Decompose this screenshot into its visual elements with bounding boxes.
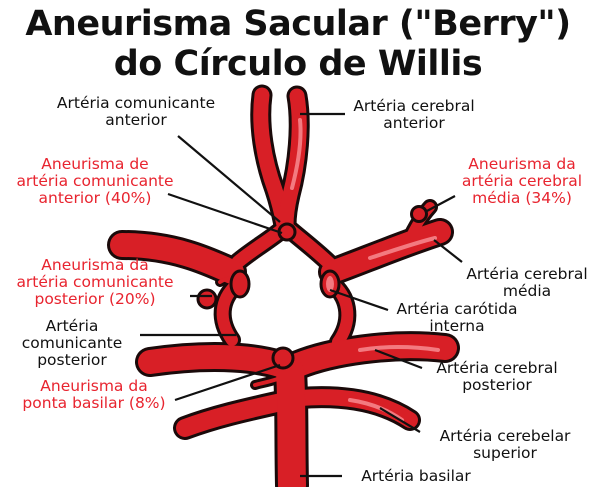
mca-right-shine bbox=[368, 236, 437, 260]
aneurysm-basilar-sac bbox=[271, 346, 295, 370]
aca-right-shine bbox=[290, 118, 303, 190]
label-sca-line-2: superior bbox=[473, 444, 537, 462]
title-line-2: do Círculo de Willis bbox=[113, 44, 483, 84]
label-aneurysm-mca-line-3: média (34%) bbox=[472, 189, 572, 207]
leader-aneurysm-mca bbox=[424, 195, 456, 213]
leader-aneurysm-basilar bbox=[174, 363, 281, 402]
leader-ica bbox=[329, 288, 389, 312]
label-aneurysm-mca-line-1: Aneurisma da bbox=[468, 155, 575, 173]
label-aneurysm-pcom-line-2: artéria comunicante bbox=[16, 273, 173, 291]
pca-right-shine bbox=[358, 345, 440, 352]
label-pca-line-1: Artéria cerebral bbox=[436, 359, 557, 377]
leader-mca bbox=[433, 239, 463, 263]
label-aneurysm-basilar-line-1: Aneurisma da bbox=[40, 377, 147, 395]
label-aneurysm-acom-line-1: Aneurisma de bbox=[41, 155, 148, 173]
pca-left bbox=[138, 344, 292, 377]
ica-right-shine bbox=[326, 276, 334, 292]
label-aca-line-1: Artéria cerebral bbox=[353, 97, 474, 115]
aneurysm-pcom-sac bbox=[196, 288, 218, 310]
ica-left-end bbox=[229, 269, 251, 299]
sca-right-shine bbox=[348, 398, 404, 422]
label-basilar: Artéria basilar bbox=[361, 467, 471, 485]
label-aneurysm-acom-line-3: anterior (40%) bbox=[39, 189, 152, 207]
label-aca-line-2: anterior bbox=[383, 114, 445, 132]
label-pcom-line-1: Artéria bbox=[46, 317, 99, 335]
label-acom-line-2: anterior bbox=[105, 111, 167, 129]
label-sca-line-1: Artéria cerebelar bbox=[440, 427, 571, 445]
leader-pca bbox=[374, 348, 423, 370]
label-aneurysm-mca-line-2: artéria cerebral bbox=[462, 172, 582, 190]
label-basilar-line-1: Artéria basilar bbox=[361, 467, 471, 485]
label-pcom-line-3: posterior bbox=[37, 351, 107, 369]
label-pca-line-2: posterior bbox=[462, 376, 532, 394]
label-aneurysm-basilar-line-2: ponta basilar (8%) bbox=[22, 394, 165, 412]
leader-acom bbox=[177, 135, 281, 223]
basilar-trunk bbox=[276, 358, 306, 487]
aneurysm-mca-sac bbox=[410, 205, 428, 223]
label-mca-line-1: Artéria cerebral bbox=[466, 265, 587, 283]
leader-aneurysm-acom bbox=[167, 192, 283, 235]
label-aneurysm-pcom-line-3: posterior (20%) bbox=[34, 290, 155, 308]
mca-left bbox=[110, 233, 244, 284]
label-ica-line-1: Artéria carótida bbox=[397, 300, 518, 318]
label-acom-line-1: Artéria comunicante bbox=[57, 94, 215, 112]
leader-lines bbox=[140, 112, 463, 478]
label-aneurysm-pcom-line-1: Aneurisma da bbox=[41, 256, 148, 274]
label-ica-line-2: interna bbox=[429, 317, 484, 335]
label-mca-line-2: média bbox=[503, 282, 551, 300]
label-pcom-line-2: comunicante bbox=[22, 334, 123, 352]
leader-sca bbox=[379, 407, 421, 433]
label-aneurysm-acom-line-2: artéria comunicante bbox=[16, 172, 173, 190]
title-line-1: Aneurisma Sacular ("Berry") bbox=[25, 4, 571, 44]
